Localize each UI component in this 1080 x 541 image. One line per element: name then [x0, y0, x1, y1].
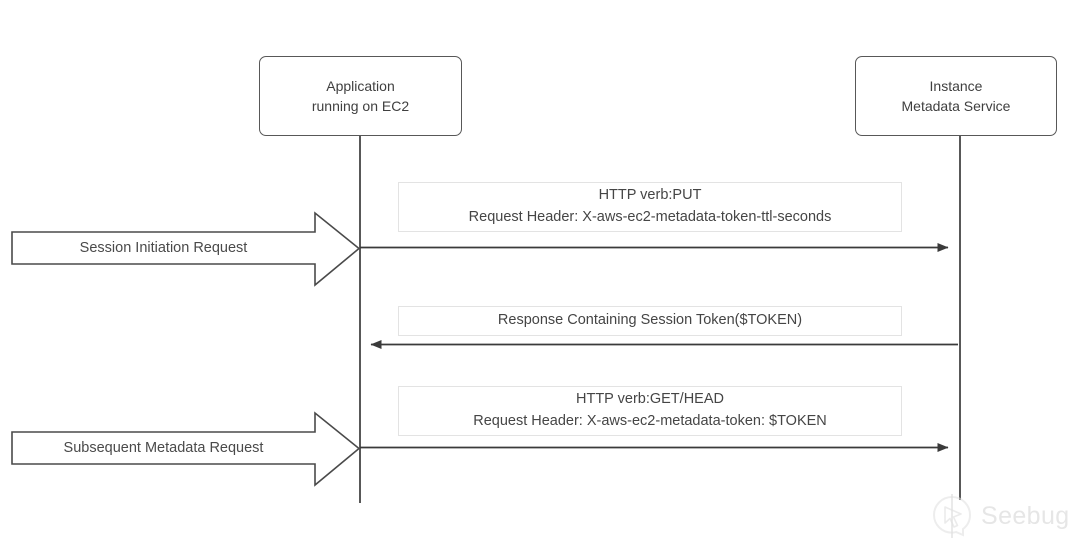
lifeline-application	[359, 136, 361, 503]
watermark: Seebug	[930, 493, 1076, 539]
message-box-session-token-response: Response Containing Session Token($TOKEN…	[398, 306, 902, 336]
message-line-verb: HTTP verb:PUT	[598, 187, 702, 204]
message-box-session-initiation: HTTP verb:PUT Request Header: X-aws-ec2-…	[398, 182, 902, 232]
message-line-response: Response Containing Session Token($TOKEN…	[497, 312, 803, 329]
lifeline-metadata-service	[959, 136, 961, 500]
message-line-header: Request Header: X-aws-ec2-metadata-token…	[473, 413, 827, 429]
participant-label-metadata-service: Instance Metadata Service	[901, 77, 1011, 114]
watermark-text: Seebug	[981, 501, 1070, 530]
message-line-verb: HTTP verb:GET/HEAD	[576, 391, 724, 408]
message-line-header: Request Header: X-aws-ec2-metadata-token…	[468, 209, 832, 225]
participant-box-metadata-service: Instance Metadata Service	[855, 56, 1057, 136]
message-box-metadata-request: HTTP verb:GET/HEAD Request Header: X-aws…	[398, 386, 902, 436]
participant-box-application: Application running on EC2	[259, 56, 462, 136]
block-arrow-label-session-initiation-request: Session Initiation Request	[79, 240, 248, 256]
block-arrow-label-subsequent-metadata-request: Subsequent Metadata Request	[63, 440, 264, 456]
participant-label-application: Application running on EC2	[311, 77, 410, 114]
seebug-cursor-logo-icon	[932, 494, 972, 538]
